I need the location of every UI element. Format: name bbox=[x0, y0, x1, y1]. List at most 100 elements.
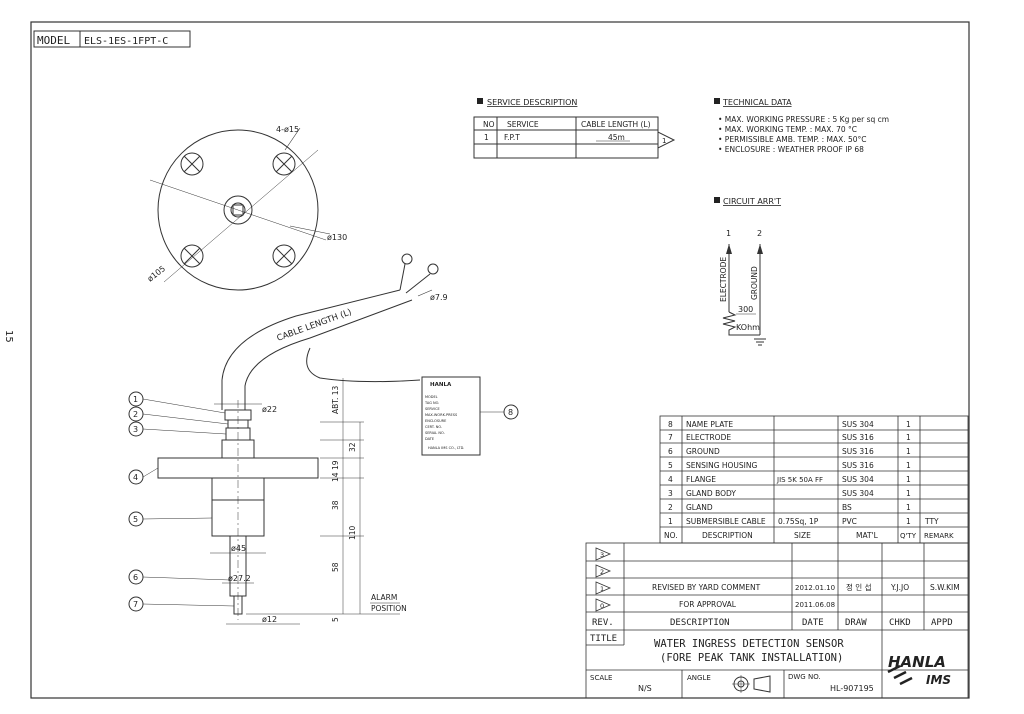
nameplate-line-5: ENCLOSURE bbox=[425, 419, 446, 423]
bom-remark-1: TTY bbox=[924, 517, 939, 526]
rev-3: 3 bbox=[600, 551, 604, 559]
bom-qty-3: 1 bbox=[906, 489, 911, 498]
part-callouts bbox=[128, 391, 235, 612]
bom-no-4: 4 bbox=[668, 475, 673, 484]
bom-mat-4: SUS 304 bbox=[842, 475, 874, 484]
rev-0-desc: FOR APPROVAL bbox=[679, 600, 737, 609]
rev-header-chkd: CHKD bbox=[889, 618, 911, 628]
callout-3: 3 bbox=[133, 425, 138, 434]
bom-desc-8: NAME PLATE bbox=[686, 420, 733, 429]
technical-title: TECHNICAL DATA bbox=[722, 98, 792, 107]
dim-d27: ø27.2 bbox=[228, 574, 251, 583]
service-header-length: CABLE LENGTH (L) bbox=[581, 120, 651, 129]
cable-length-label: CABLE LENGTH (L) bbox=[276, 307, 353, 343]
rev-header-draw: DRAW bbox=[845, 618, 867, 628]
nameplate-line-4: MAX.WORK.PRESS bbox=[425, 413, 458, 417]
callout-2: 2 bbox=[133, 410, 138, 419]
rev-header-description: DESCRIPTION bbox=[670, 618, 730, 628]
nameplate-brand: HANLA bbox=[430, 382, 452, 388]
nameplate-line-6: CERT. NO. bbox=[425, 425, 442, 429]
circuit-ground-label: GROUND bbox=[750, 266, 759, 300]
bom-mat-7: SUS 316 bbox=[842, 433, 874, 442]
circuit-electrode-label: ELECTRODE bbox=[719, 257, 728, 302]
flange-top-view bbox=[149, 127, 331, 291]
bom-no-7: 7 bbox=[668, 433, 673, 442]
bom-qty-7: 1 bbox=[906, 433, 911, 442]
service-row-no: 1 bbox=[484, 133, 489, 142]
bom-desc-6: GROUND bbox=[686, 447, 720, 456]
bom-qty-1: 1 bbox=[906, 517, 911, 526]
bom-qty-4: 1 bbox=[906, 475, 911, 484]
nameplate-line-1: MODEL bbox=[425, 395, 438, 399]
cable-drawing bbox=[221, 253, 439, 410]
sheet-frame bbox=[30, 21, 970, 699]
revision-triangle-icon bbox=[657, 131, 676, 149]
resistor-icon bbox=[722, 311, 760, 336]
dim-19: 19 bbox=[331, 460, 340, 470]
technical-line-2: • MAX. WORKING TEMP. : MAX. 70 °C bbox=[718, 125, 857, 134]
technical-line-1: • MAX. WORKING PRESSURE : 5 Kg per sq cm bbox=[718, 115, 889, 124]
bom-desc-7: ELECTRODE bbox=[686, 433, 731, 442]
callout-6: 6 bbox=[133, 573, 138, 582]
bom-mat-6: SUS 316 bbox=[842, 447, 874, 456]
scale-label: SCALE bbox=[590, 674, 612, 682]
title-label: TITLE bbox=[590, 634, 617, 644]
nameplate-line-9: HANLA IMS CO., LTD. bbox=[428, 446, 464, 450]
rev-2: 2 bbox=[600, 568, 604, 576]
bom-desc-5: SENSING HOUSING bbox=[686, 461, 758, 470]
bom-header-mat: MAT'L bbox=[856, 531, 879, 540]
service-header-service: SERVICE bbox=[507, 120, 539, 129]
circuit-terminal-2: 2 bbox=[757, 229, 762, 238]
bom-header-qty: Q'TY bbox=[900, 532, 917, 540]
bom-no-5: 5 bbox=[668, 461, 673, 470]
bom-qty-8: 1 bbox=[906, 420, 911, 429]
service-description: SERVICE DESCRIPTION NO SERVICE CABLE LEN… bbox=[473, 98, 676, 159]
dim-38: 38 bbox=[331, 500, 340, 510]
bom-desc-3: GLAND BODY bbox=[686, 489, 736, 498]
angle-label: ANGLE bbox=[687, 674, 711, 682]
nameplate-line-2: TAG NO. bbox=[424, 401, 439, 405]
bom-header-remark: REMARK bbox=[924, 532, 954, 540]
scale-value: N/S bbox=[638, 684, 652, 693]
rev-header-rev: REV. bbox=[592, 618, 614, 628]
rev-1-draw: 정 인 섭 bbox=[846, 582, 871, 592]
rev-1: 1 bbox=[600, 585, 604, 593]
model-label: MODEL bbox=[37, 34, 70, 47]
title-line-1: WATER INGRESS DETECTION SENSOR bbox=[654, 638, 844, 650]
logo-bottom: IMS bbox=[926, 673, 951, 687]
dim-d45: ø45 bbox=[231, 544, 246, 553]
bom-size-4: JIS 5K 50A FF bbox=[776, 476, 823, 484]
nameplate-line-8: DATE bbox=[425, 437, 434, 441]
callout-4: 4 bbox=[133, 473, 138, 482]
bom-mat-5: SUS 316 bbox=[842, 461, 874, 470]
bom-no-6: 6 bbox=[668, 447, 673, 456]
callout-8: 8 bbox=[508, 408, 513, 417]
rev-1-date: 2012.01.10 bbox=[795, 584, 835, 592]
sensor-side-view bbox=[157, 378, 400, 625]
rev-1-desc: REVISED BY YARD COMMENT bbox=[652, 583, 761, 592]
bom-no-2: 2 bbox=[668, 503, 673, 512]
rev-0-date: 2011.06.08 bbox=[795, 601, 835, 609]
flange-holes-label: 4-ø15 bbox=[276, 125, 299, 134]
callout-7: 7 bbox=[133, 600, 138, 609]
rev-header-appd: APPD bbox=[931, 618, 953, 628]
dwg-label: DWG NO. bbox=[788, 673, 821, 681]
bom-header-size: SIZE bbox=[794, 531, 811, 540]
dim-110: 110 bbox=[348, 525, 357, 540]
service-row-length: 45m bbox=[608, 133, 625, 142]
rev-1-appd: S.W.KIM bbox=[930, 583, 960, 592]
service-row-service: F.P.T bbox=[504, 133, 520, 142]
title-block: 3 2 1 0 REVISED BY YARD COMMENT 2012.01.… bbox=[585, 542, 969, 699]
technical-line-3: • PERMISSIBLE AMB. TEMP. : MAX. 50°C bbox=[718, 135, 867, 144]
callout-1: 1 bbox=[133, 395, 138, 404]
technical-line-4: • ENCLOSURE : WEATHER PROOF IP 68 bbox=[718, 145, 864, 154]
alarm-label: ALARM bbox=[371, 593, 397, 602]
dim-58: 58 bbox=[331, 562, 340, 572]
bom-header-no: NO. bbox=[664, 531, 678, 540]
circuit-res-unit: KOhm bbox=[736, 323, 760, 332]
flange-pcd-label: ø105 bbox=[146, 264, 167, 284]
nameplate-line-7: SERIAL NO. bbox=[425, 431, 445, 435]
nameplate-line-3: SERVICE bbox=[425, 407, 440, 411]
bom-no-3: 3 bbox=[668, 489, 673, 498]
bom-mat-8: SUS 304 bbox=[842, 420, 874, 429]
